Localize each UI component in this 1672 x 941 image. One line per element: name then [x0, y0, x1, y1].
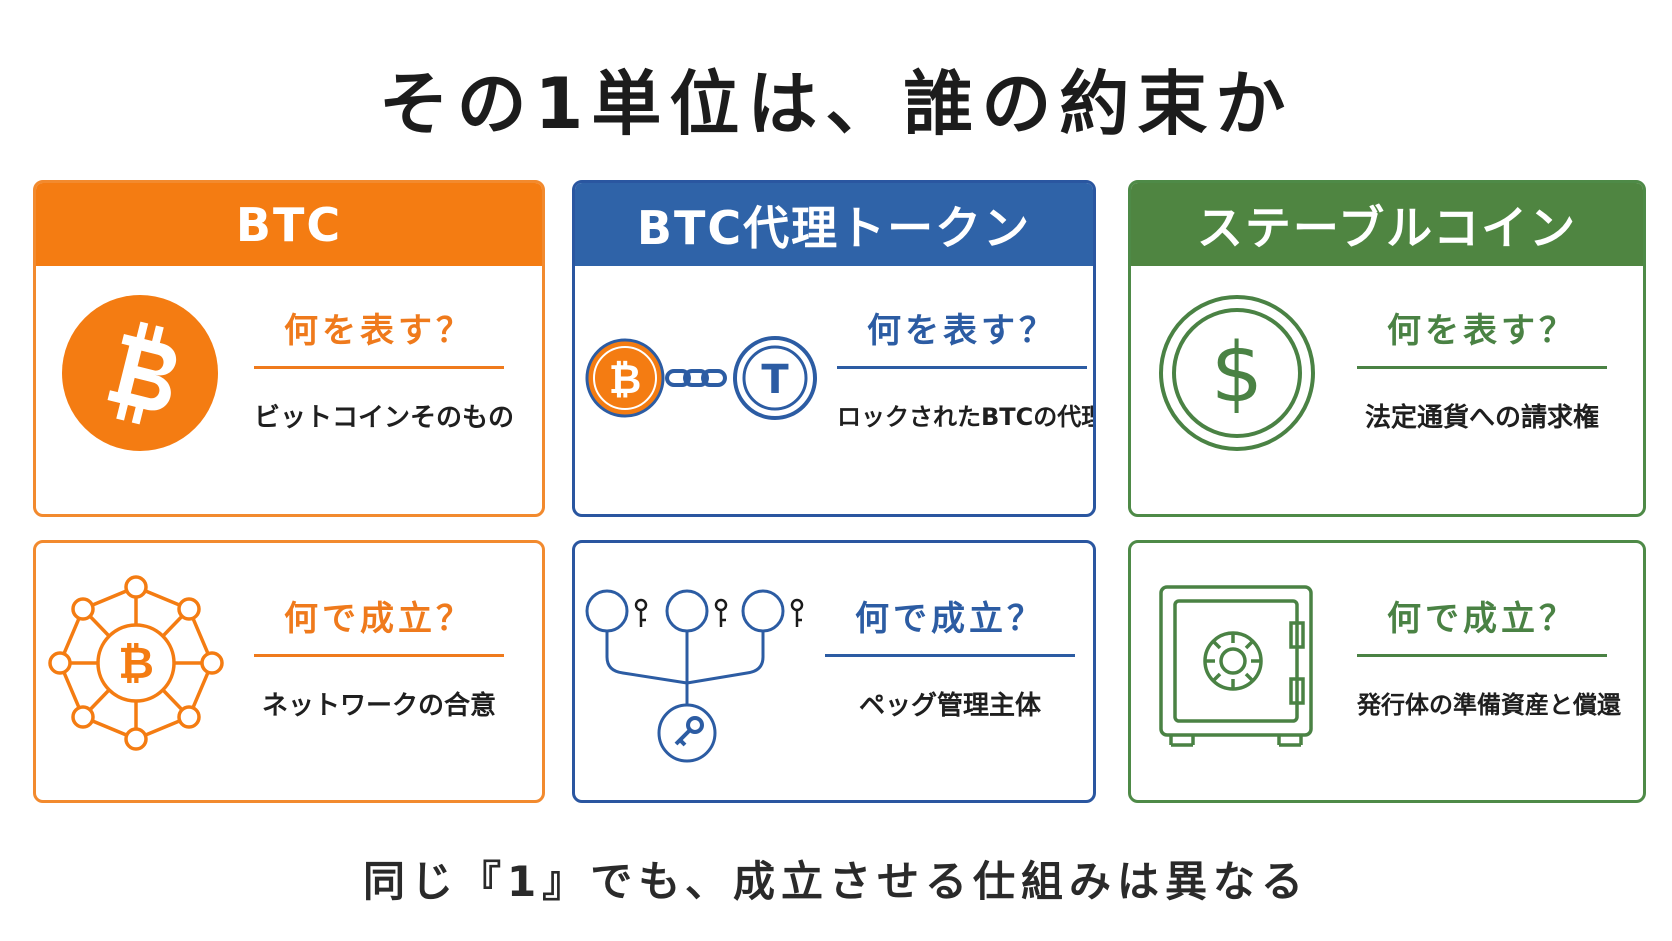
network-consensus-icon: ₿	[48, 575, 224, 751]
answer-text: ネットワークの合意	[261, 691, 496, 721]
token-basis-qa: 何で成立？ ペッグ管理主体	[825, 591, 1075, 722]
answer-text: ビットコインそのもの	[254, 403, 515, 433]
dollar-symbol: $	[1211, 326, 1263, 421]
svg-text:₿: ₿	[118, 638, 154, 689]
question-label: 何を表す？	[1387, 311, 1577, 351]
divider	[825, 654, 1075, 657]
divider	[1357, 366, 1607, 369]
btc-represents-qa: 何を表す？ ビットコインそのもの	[254, 303, 515, 434]
divider	[1357, 654, 1607, 657]
divider	[254, 366, 504, 369]
question-label: 何を表す？	[284, 311, 474, 351]
answer-text: ペッグ管理主体	[858, 691, 1041, 721]
dollar-coin-icon: $	[1159, 295, 1315, 451]
token-card-basis: 何で成立？ ペッグ管理主体	[572, 540, 1096, 803]
stable-card-represents: ステーブルコイン $ 何を表す？ 法定通貨への請求権	[1128, 180, 1646, 517]
answer-text: 法定通貨への請求権	[1364, 403, 1599, 433]
btc-basis-qa: 何で成立？ ネットワークの合意	[254, 591, 504, 722]
safe-icon	[1159, 585, 1313, 747]
answer-text: ロックされたBTCの代理	[837, 403, 1096, 431]
token-letter: T	[761, 357, 789, 403]
token-card-represents: BTC代理トークン ₿ T 何を表す？ ロックされたBTCの代理	[572, 180, 1096, 517]
token-represents-qa: 何を表す？ ロックされたBTCの代理	[837, 303, 1096, 432]
stable-card-basis: 何で成立？ 発行体の準備資産と償還	[1128, 540, 1646, 803]
question-label: 何で成立？	[855, 599, 1045, 639]
multisig-keys-icon	[585, 589, 804, 763]
page-title: その1単位は、誰の約束か	[378, 63, 1294, 145]
divider	[837, 366, 1087, 369]
answer-text: 発行体の準備資産と償還	[1357, 691, 1621, 719]
question-label: 何で成立？	[284, 599, 474, 639]
stable-header: ステーブルコイン	[1131, 183, 1643, 266]
question-label: 何を表す？	[867, 311, 1057, 351]
svg-text:₿: ₿	[609, 357, 642, 403]
btc-card-represents: BTC 何を表す？ ビットコインそのもの	[33, 180, 545, 517]
btc-header: BTC	[36, 183, 542, 266]
token-header: BTC代理トークン	[575, 183, 1093, 266]
stable-represents-qa: 何を表す？ 法定通貨への請求権	[1357, 303, 1607, 434]
footer-caption: 同じ『1』でも、成立させる仕組みは異なる	[363, 857, 1309, 906]
btc-card-basis: ₿ 何で成立？ ネットワークの合意	[33, 540, 545, 803]
divider	[254, 654, 504, 657]
bitcoin-chain-token-icon: ₿ T	[585, 336, 817, 420]
question-label: 何で成立？	[1387, 599, 1577, 639]
bitcoin-coin-icon	[62, 295, 218, 451]
stable-basis-qa: 何で成立？ 発行体の準備資産と償還	[1357, 591, 1621, 720]
